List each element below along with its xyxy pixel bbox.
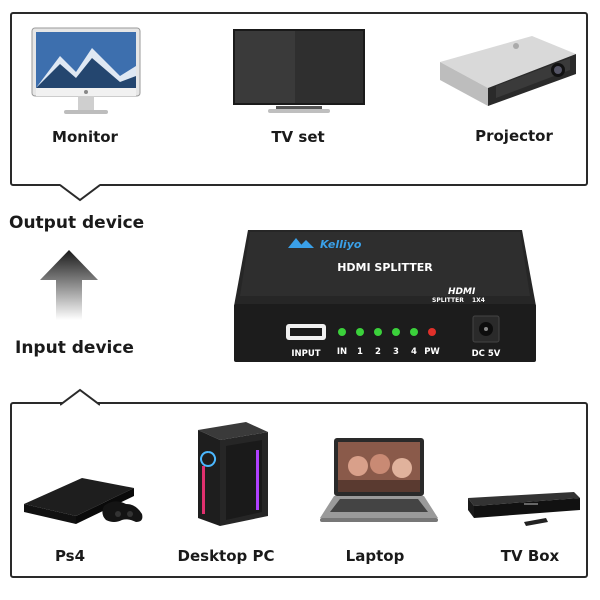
output-device-heading: Output device <box>9 213 145 233</box>
up-arrow-icon <box>40 250 98 320</box>
ps4-console-icon <box>24 478 143 524</box>
led-in <box>338 328 346 336</box>
port-label-1: 1 <box>357 347 363 357</box>
port-label-2: 2 <box>375 347 381 357</box>
projector-icon <box>440 36 576 106</box>
led-power <box>428 328 436 336</box>
led-4 <box>410 328 418 336</box>
laptop-icon <box>320 438 438 522</box>
input-device-heading: Input device <box>15 338 134 358</box>
panel-pointer-up <box>60 388 100 406</box>
hdmi-badge-sub: SPLITTER <box>432 297 464 304</box>
port-label-3: 3 <box>393 347 399 357</box>
hdmi-badge-ratio: 1X4 <box>472 297 485 304</box>
splitter-title: HDMI SPLITTER <box>337 261 433 274</box>
led-2 <box>374 328 382 336</box>
hdmi-badge-logo: HDMI <box>448 287 476 297</box>
monitor-icon <box>31 27 141 114</box>
panel-pointer-down <box>60 184 100 202</box>
port-label-pw: PW <box>424 347 440 357</box>
splitter-brand: Kelliyo <box>320 238 362 251</box>
input-device-label-desktop-pc: Desktop PC <box>177 547 275 565</box>
input-device-label-ps4: Ps4 <box>54 547 86 565</box>
output-device-label-projector: Projector <box>475 127 553 145</box>
input-device-label-tv-box: TV Box <box>500 547 560 565</box>
input-device-label-laptop: Laptop <box>345 547 405 565</box>
tv-icon <box>233 29 365 113</box>
tv-box-icon <box>468 492 580 526</box>
led-1 <box>356 328 364 336</box>
led-3 <box>392 328 400 336</box>
port-label-4: 4 <box>411 347 417 357</box>
remote-control-icon <box>524 518 548 526</box>
output-device-label-tv-set: TV set <box>271 128 325 146</box>
input-port-label: INPUT <box>291 349 320 359</box>
output-device-label-monitor: Monitor <box>52 128 118 146</box>
port-label-in: IN <box>337 347 347 357</box>
desktop-pc-icon <box>198 422 268 526</box>
hdmi-splitter-device: Kelliyo HDMI SPLITTER HDMI SPLITTER 1X4 … <box>234 230 536 362</box>
power-label: DC 5V <box>472 349 501 359</box>
brand-logo-icon <box>288 238 304 248</box>
